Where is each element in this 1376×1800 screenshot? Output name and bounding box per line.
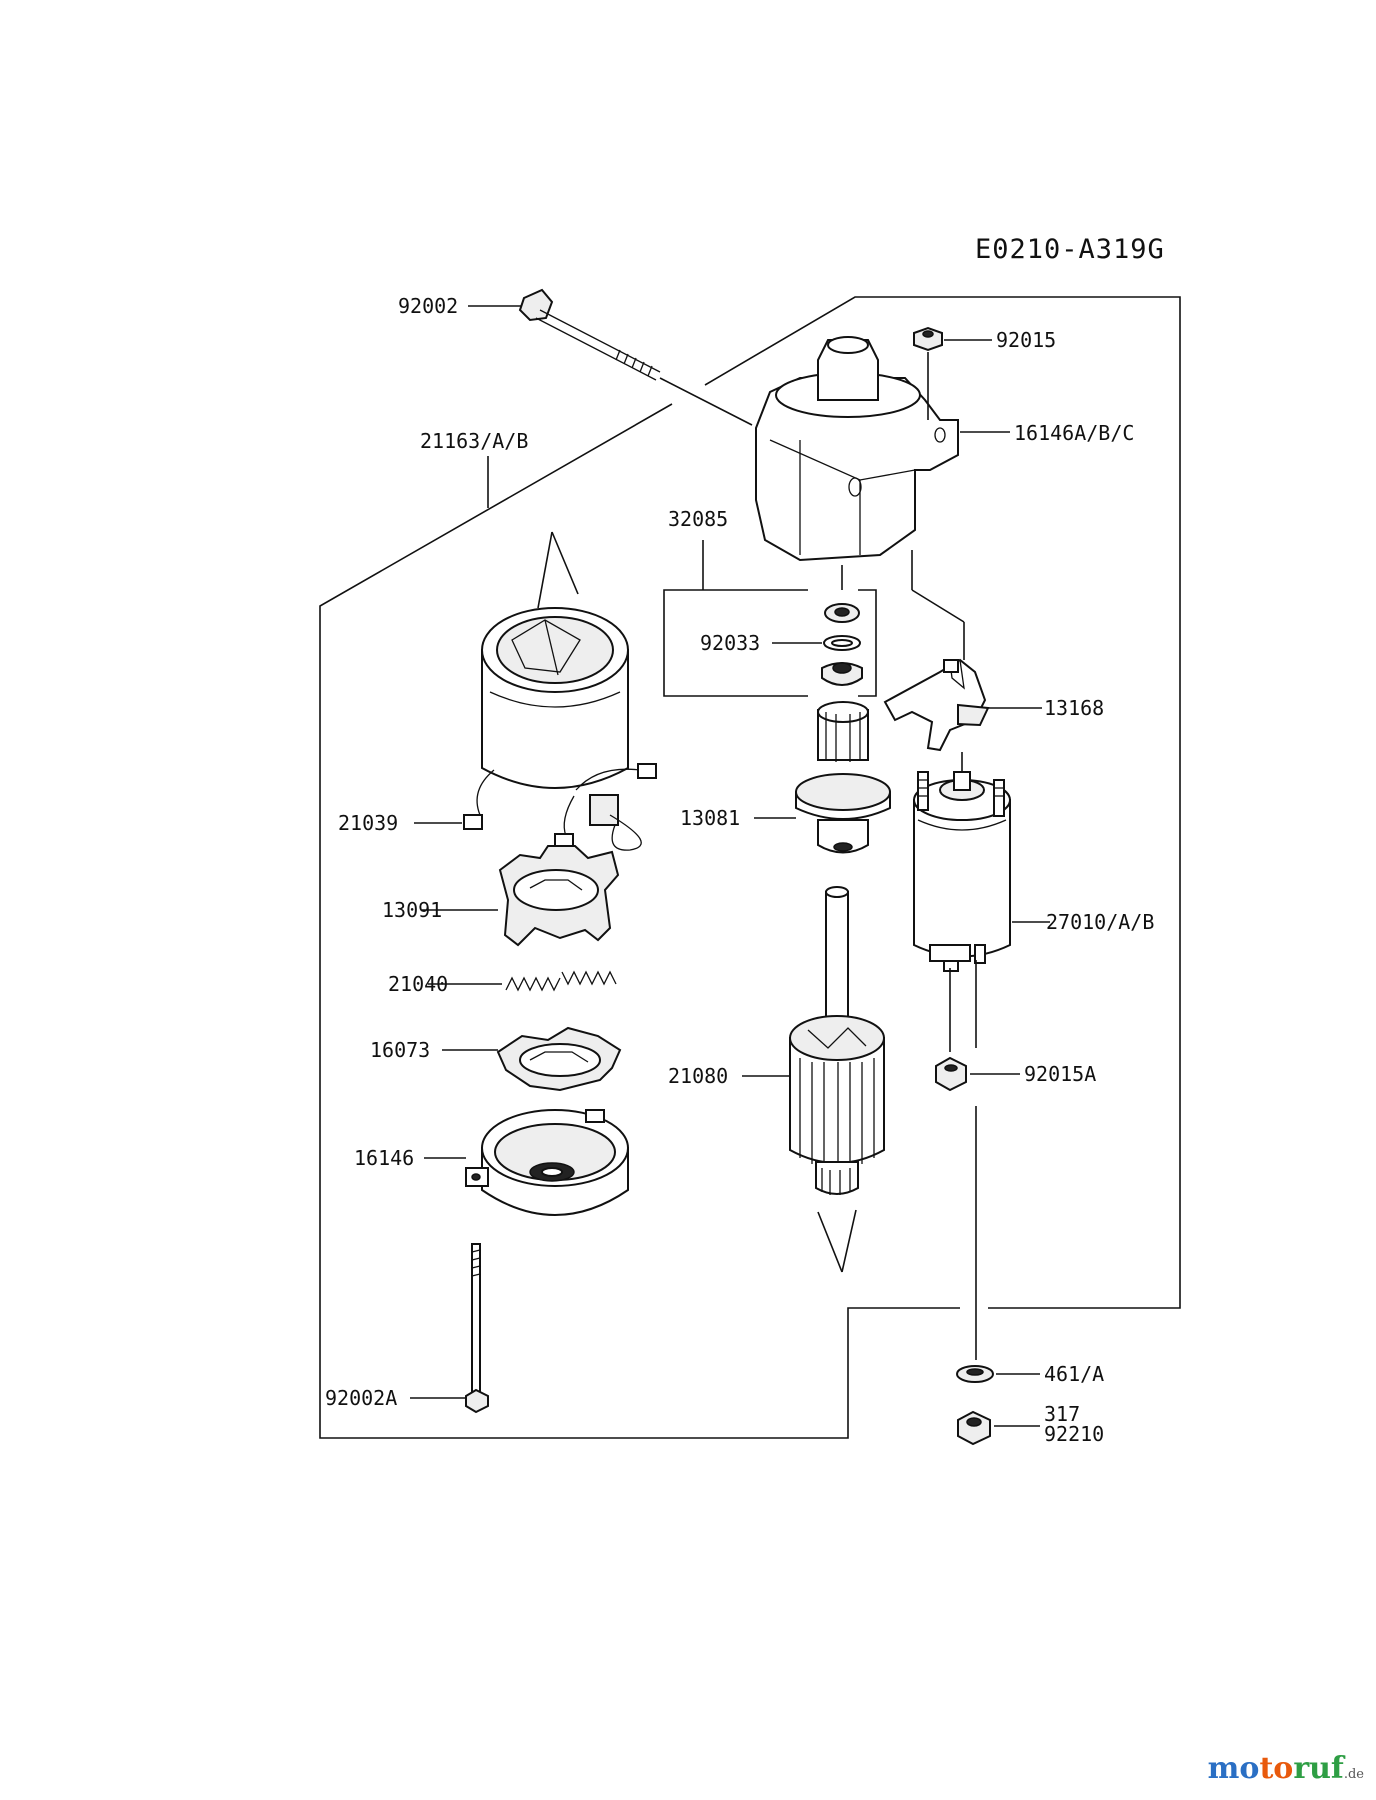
label-21163ab: 21163/A/B — [420, 429, 528, 453]
bolt-92002a — [465, 1243, 489, 1414]
label-32085: 32085 — [668, 507, 728, 531]
nut-92210 — [957, 1410, 991, 1446]
bolt-92002 — [518, 288, 753, 426]
label-92002: 92002 — [398, 294, 458, 318]
label-21040: 21040 — [388, 972, 448, 996]
label-13081: 13081 — [680, 806, 740, 830]
label-21039: 21039 — [338, 811, 398, 835]
label-21080: 21080 — [668, 1064, 728, 1088]
pinion-clutch-13081 — [795, 701, 891, 854]
label-16073: 16073 — [370, 1038, 430, 1062]
rear-cover-16146 — [465, 1109, 629, 1216]
solenoid-27010 — [913, 771, 1011, 972]
washer-461a — [956, 1365, 994, 1383]
shift-lever-13168 — [883, 658, 990, 752]
label-92002a: 92002A — [325, 1386, 397, 1410]
nut-92015 — [913, 326, 943, 352]
label-27010ab: 27010/A/B — [1046, 910, 1154, 934]
plate-16073 — [496, 1026, 622, 1092]
label-16146abc: 16146A/B/C — [1014, 421, 1134, 445]
label-92210: 92210 — [1044, 1422, 1104, 1446]
nut-92015a — [935, 1056, 967, 1092]
watermark-logo: motoruf.de — [1207, 1751, 1364, 1786]
label-13168: 13168 — [1044, 696, 1104, 720]
label-92033: 92033 — [700, 631, 760, 655]
armature-21080 — [789, 886, 885, 1273]
label-461a: 461/A — [1044, 1362, 1104, 1386]
label-92015a: 92015A — [1024, 1062, 1096, 1086]
diagram-code: E0210-A319G — [975, 234, 1165, 265]
label-16146: 16146 — [354, 1146, 414, 1170]
bracket-32085 — [663, 589, 877, 697]
front-housing-16146abc — [755, 336, 959, 562]
label-317: 317 — [1044, 1402, 1080, 1426]
assembly-outline — [319, 296, 1181, 1439]
label-13091: 13091 — [382, 898, 442, 922]
brush-holder-13091 — [498, 845, 620, 947]
washer-stack-32085 — [821, 603, 863, 686]
label-92015: 92015 — [996, 328, 1056, 352]
springs-21040 — [505, 970, 617, 992]
yoke-21163 — [463, 531, 657, 851]
